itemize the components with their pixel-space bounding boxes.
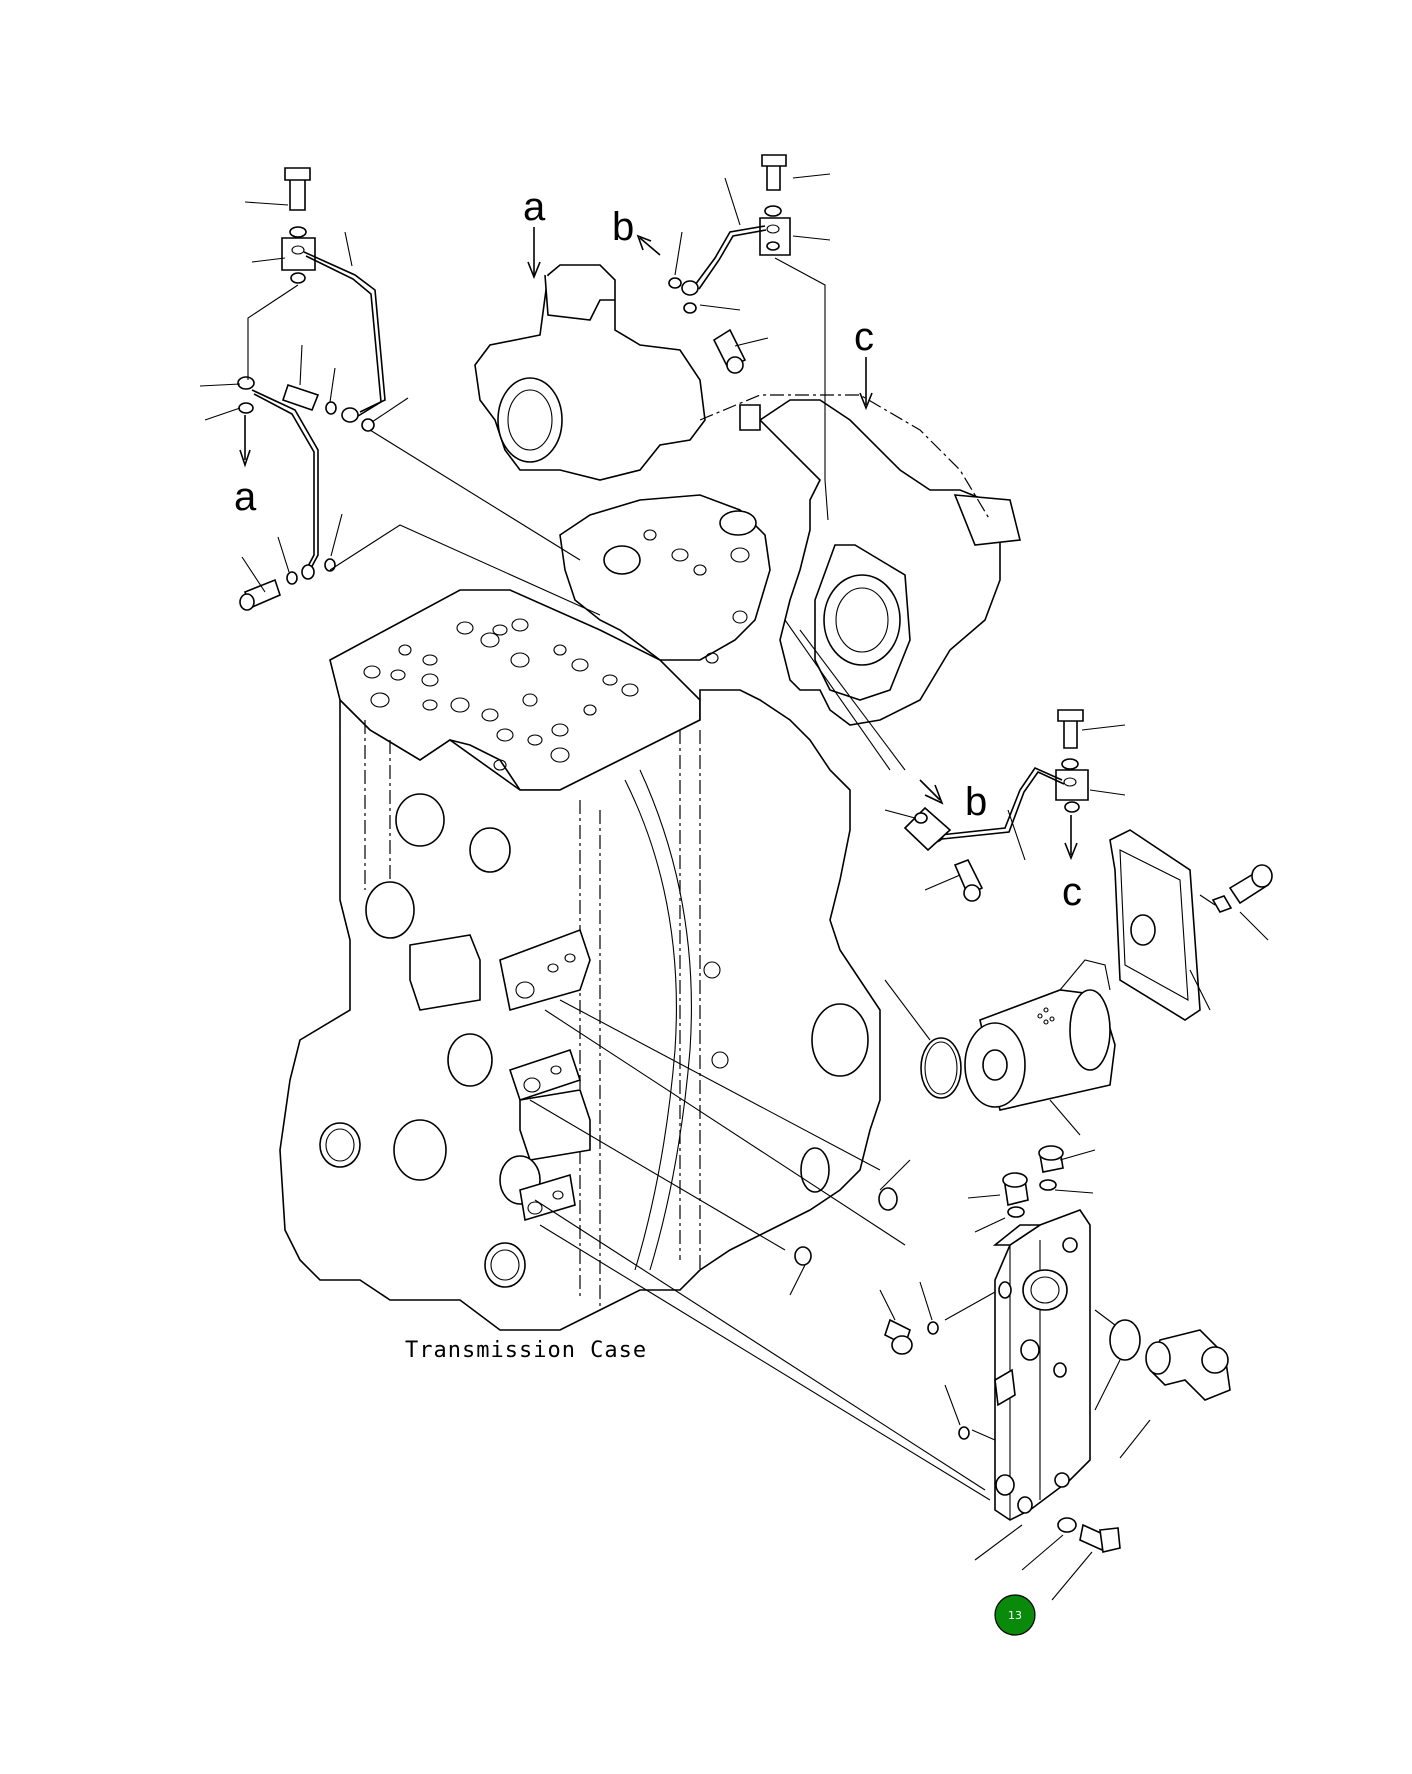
- filter-assembly: [884, 829, 1273, 1136]
- callout-badge[interactable]: 13: [994, 1594, 1036, 1636]
- transmission-case-caption: Transmission Case: [405, 1338, 647, 1363]
- transmission-case: [279, 264, 1021, 1331]
- ref-letter-b-top: b: [612, 205, 634, 249]
- ref-letter-b-right: b: [965, 780, 987, 824]
- left-tube-assembly: [199, 167, 601, 616]
- callout-badge-number[interactable]: 13: [1008, 1609, 1022, 1622]
- top-tube-assembly: [527, 154, 873, 521]
- ref-letter-c-right: c: [1062, 870, 1082, 914]
- filter-head: [529, 999, 1231, 1601]
- ref-letter-a-top: a: [523, 185, 546, 229]
- ref-letter-c-top: c: [854, 315, 874, 359]
- ref-letter-a-left: a: [234, 475, 257, 519]
- callout-badge-circle[interactable]: [994, 1594, 1036, 1636]
- right-tube-assembly: [784, 619, 1126, 902]
